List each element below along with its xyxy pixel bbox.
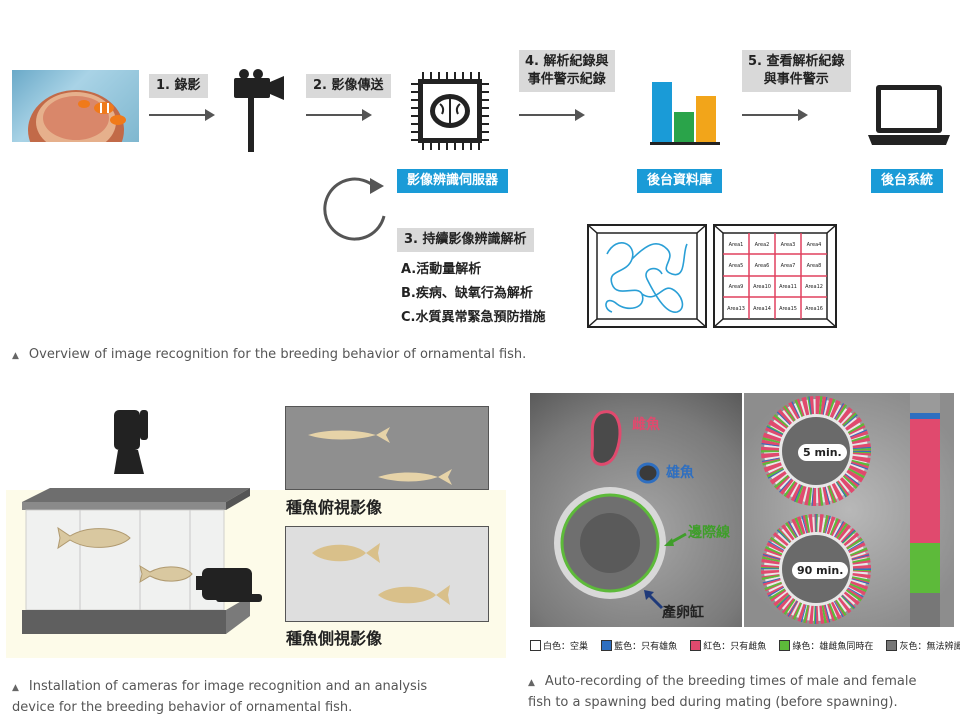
installation-caption-line2: device for the breeding behavior of orna…: [12, 700, 353, 715]
step-log-line2: 事件警示紀錄: [527, 72, 606, 87]
top-camera-icon: [114, 410, 148, 474]
area-grid-tank-diagram: Area1 Area2 Area3 Area4 Area5 Area6 Area…: [713, 224, 837, 328]
ring-90min-label: 90 min.: [792, 562, 849, 579]
analysis-item-c: C.水質異常緊急預防措施: [401, 310, 546, 325]
grid-area-15: Area15: [779, 306, 797, 312]
recording-caption-line1: Auto-recording of the breeding times of …: [544, 674, 917, 689]
installation-caption: ▲ Installation of cameras for image recog…: [12, 677, 492, 717]
legend-swatch-blue: [601, 640, 613, 651]
arrow-4: [519, 109, 585, 121]
legend-text-red: 紅色：只有雌魚: [703, 642, 767, 652]
fish-bowl-illustration: [28, 90, 126, 142]
arrow-1: [149, 109, 215, 121]
male-fish-label: 雄魚: [666, 465, 694, 481]
grid-area-16: Area16: [805, 306, 823, 312]
caption-triangle-icon: ▲: [528, 678, 535, 688]
top-view-image: [285, 406, 489, 490]
recording-caption: ▲ Auto-recording of the breeding times of…: [528, 672, 958, 712]
grid-area-2: Area2: [755, 242, 770, 248]
spawning-pointer-arrow: [644, 590, 664, 610]
legend-item-gray: 灰色：無法辨識: [886, 639, 960, 652]
grid-area-1: Area1: [729, 242, 744, 248]
legend-swatch-gray: [886, 640, 898, 651]
top-view-label: 種魚俯視影像: [286, 498, 383, 517]
step-log-line1: 4. 解析紀錄與: [525, 54, 609, 69]
grid-area-13: Area13: [727, 306, 745, 312]
grid-area-11: Area11: [779, 284, 797, 290]
ring-5min-label: 5 min.: [798, 444, 847, 461]
database-bar-chart-icon: [650, 82, 720, 145]
side-view-fish: [312, 543, 450, 605]
laptop-icon: [868, 85, 950, 145]
legend-text-gray: 灰色：無法辨識: [899, 642, 960, 652]
ring-charts: [761, 393, 940, 627]
female-fish-label: 雌魚: [632, 417, 660, 433]
side-view-image: [285, 526, 489, 622]
analysis-item-b: B.疾病、缺氧行為解析: [401, 286, 533, 301]
step-analysis-label: 3. 持續影像辨識解析: [397, 228, 534, 252]
analysis-item-a: A.活動量解析: [401, 262, 482, 277]
color-legend: 白色：空巢 藍色：只有雄魚 紅色：只有雌魚 綠色：雄雌魚同時在 灰色：無法辨識: [530, 636, 960, 655]
ai-chip-brain-icon: [411, 72, 489, 150]
server-label: 影像辨識伺服器: [397, 169, 509, 193]
grid-area-3: Area3: [781, 242, 796, 248]
trajectory-tank-diagram: [587, 224, 707, 328]
grid-area-14: Area14: [753, 306, 771, 312]
spawning-tank-label: 產卵缸: [662, 605, 704, 621]
step-view-line2: 與事件警示: [763, 72, 829, 87]
spawning-bed-illustration: [554, 410, 666, 599]
step-transmit-label: 2. 影像傳送: [306, 74, 391, 98]
arrow-2: [306, 109, 372, 121]
legend-swatch-red: [690, 640, 702, 651]
breeding-tank-illustration: [22, 488, 250, 634]
legend-swatch-green: [779, 640, 791, 651]
legend-text-blue: 藍色：只有雄魚: [614, 642, 678, 652]
top-view-fish: [308, 427, 452, 485]
boundary-pointer-arrow: [664, 532, 687, 546]
spawning-bed-photo: [530, 393, 742, 627]
cycle-arrow-icon: [323, 177, 386, 241]
video-camera-icon: [234, 69, 284, 152]
grid-area-7: Area7: [781, 263, 796, 269]
side-view-label: 種魚側視影像: [286, 629, 383, 648]
legend-item-blue: 藍色：只有雄魚: [601, 639, 677, 652]
step-log-label: 4. 解析紀錄與 事件警示紀錄: [519, 50, 615, 92]
fish-tank-photo: [12, 70, 139, 142]
step-view-label: 5. 查看解析紀錄 與事件警示: [742, 50, 851, 92]
arrow-5: [742, 109, 808, 121]
grid-area-8: Area8: [807, 263, 822, 269]
grid-area-10: Area10: [753, 284, 771, 290]
legend-text-white: 白色：空巢: [543, 642, 589, 652]
grid-area-12: Area12: [805, 284, 823, 290]
overview-caption: ▲ Overview of image recognition for the b…: [12, 345, 526, 366]
step-view-line1: 5. 查看解析紀錄: [748, 54, 845, 69]
legend-item-red: 紅色：只有雌魚: [690, 639, 766, 652]
grid-area-6: Area6: [755, 263, 770, 269]
legend-item-white: 白色：空巢: [530, 639, 588, 652]
backend-system-label: 後台系統: [871, 169, 944, 193]
legend-text-green: 綠色：雄雌魚同時在: [792, 642, 874, 652]
grid-area-5: Area5: [729, 263, 744, 269]
installation-caption-line1: Installation of cameras for image recogn…: [28, 679, 428, 694]
recording-caption-line2: fish to a spawning bed during mating (be…: [528, 695, 898, 710]
database-label: 後台資料庫: [637, 169, 723, 193]
caption-triangle-icon: ▲: [12, 683, 19, 693]
boundary-line-label: 邊際線: [688, 525, 730, 541]
grid-area-4: Area4: [807, 242, 822, 248]
grid-area-9: Area9: [729, 284, 744, 290]
legend-swatch-white: [530, 640, 541, 651]
side-camera-icon: [196, 568, 262, 602]
step-record-label: 1. 錄影: [149, 74, 208, 98]
caption-triangle-icon: ▲: [12, 351, 19, 361]
overview-caption-text: Overview of image recognition for the br…: [28, 347, 527, 362]
legend-item-green: 綠色：雄雌魚同時在: [779, 639, 873, 652]
ring-charts-panel: [744, 393, 954, 627]
